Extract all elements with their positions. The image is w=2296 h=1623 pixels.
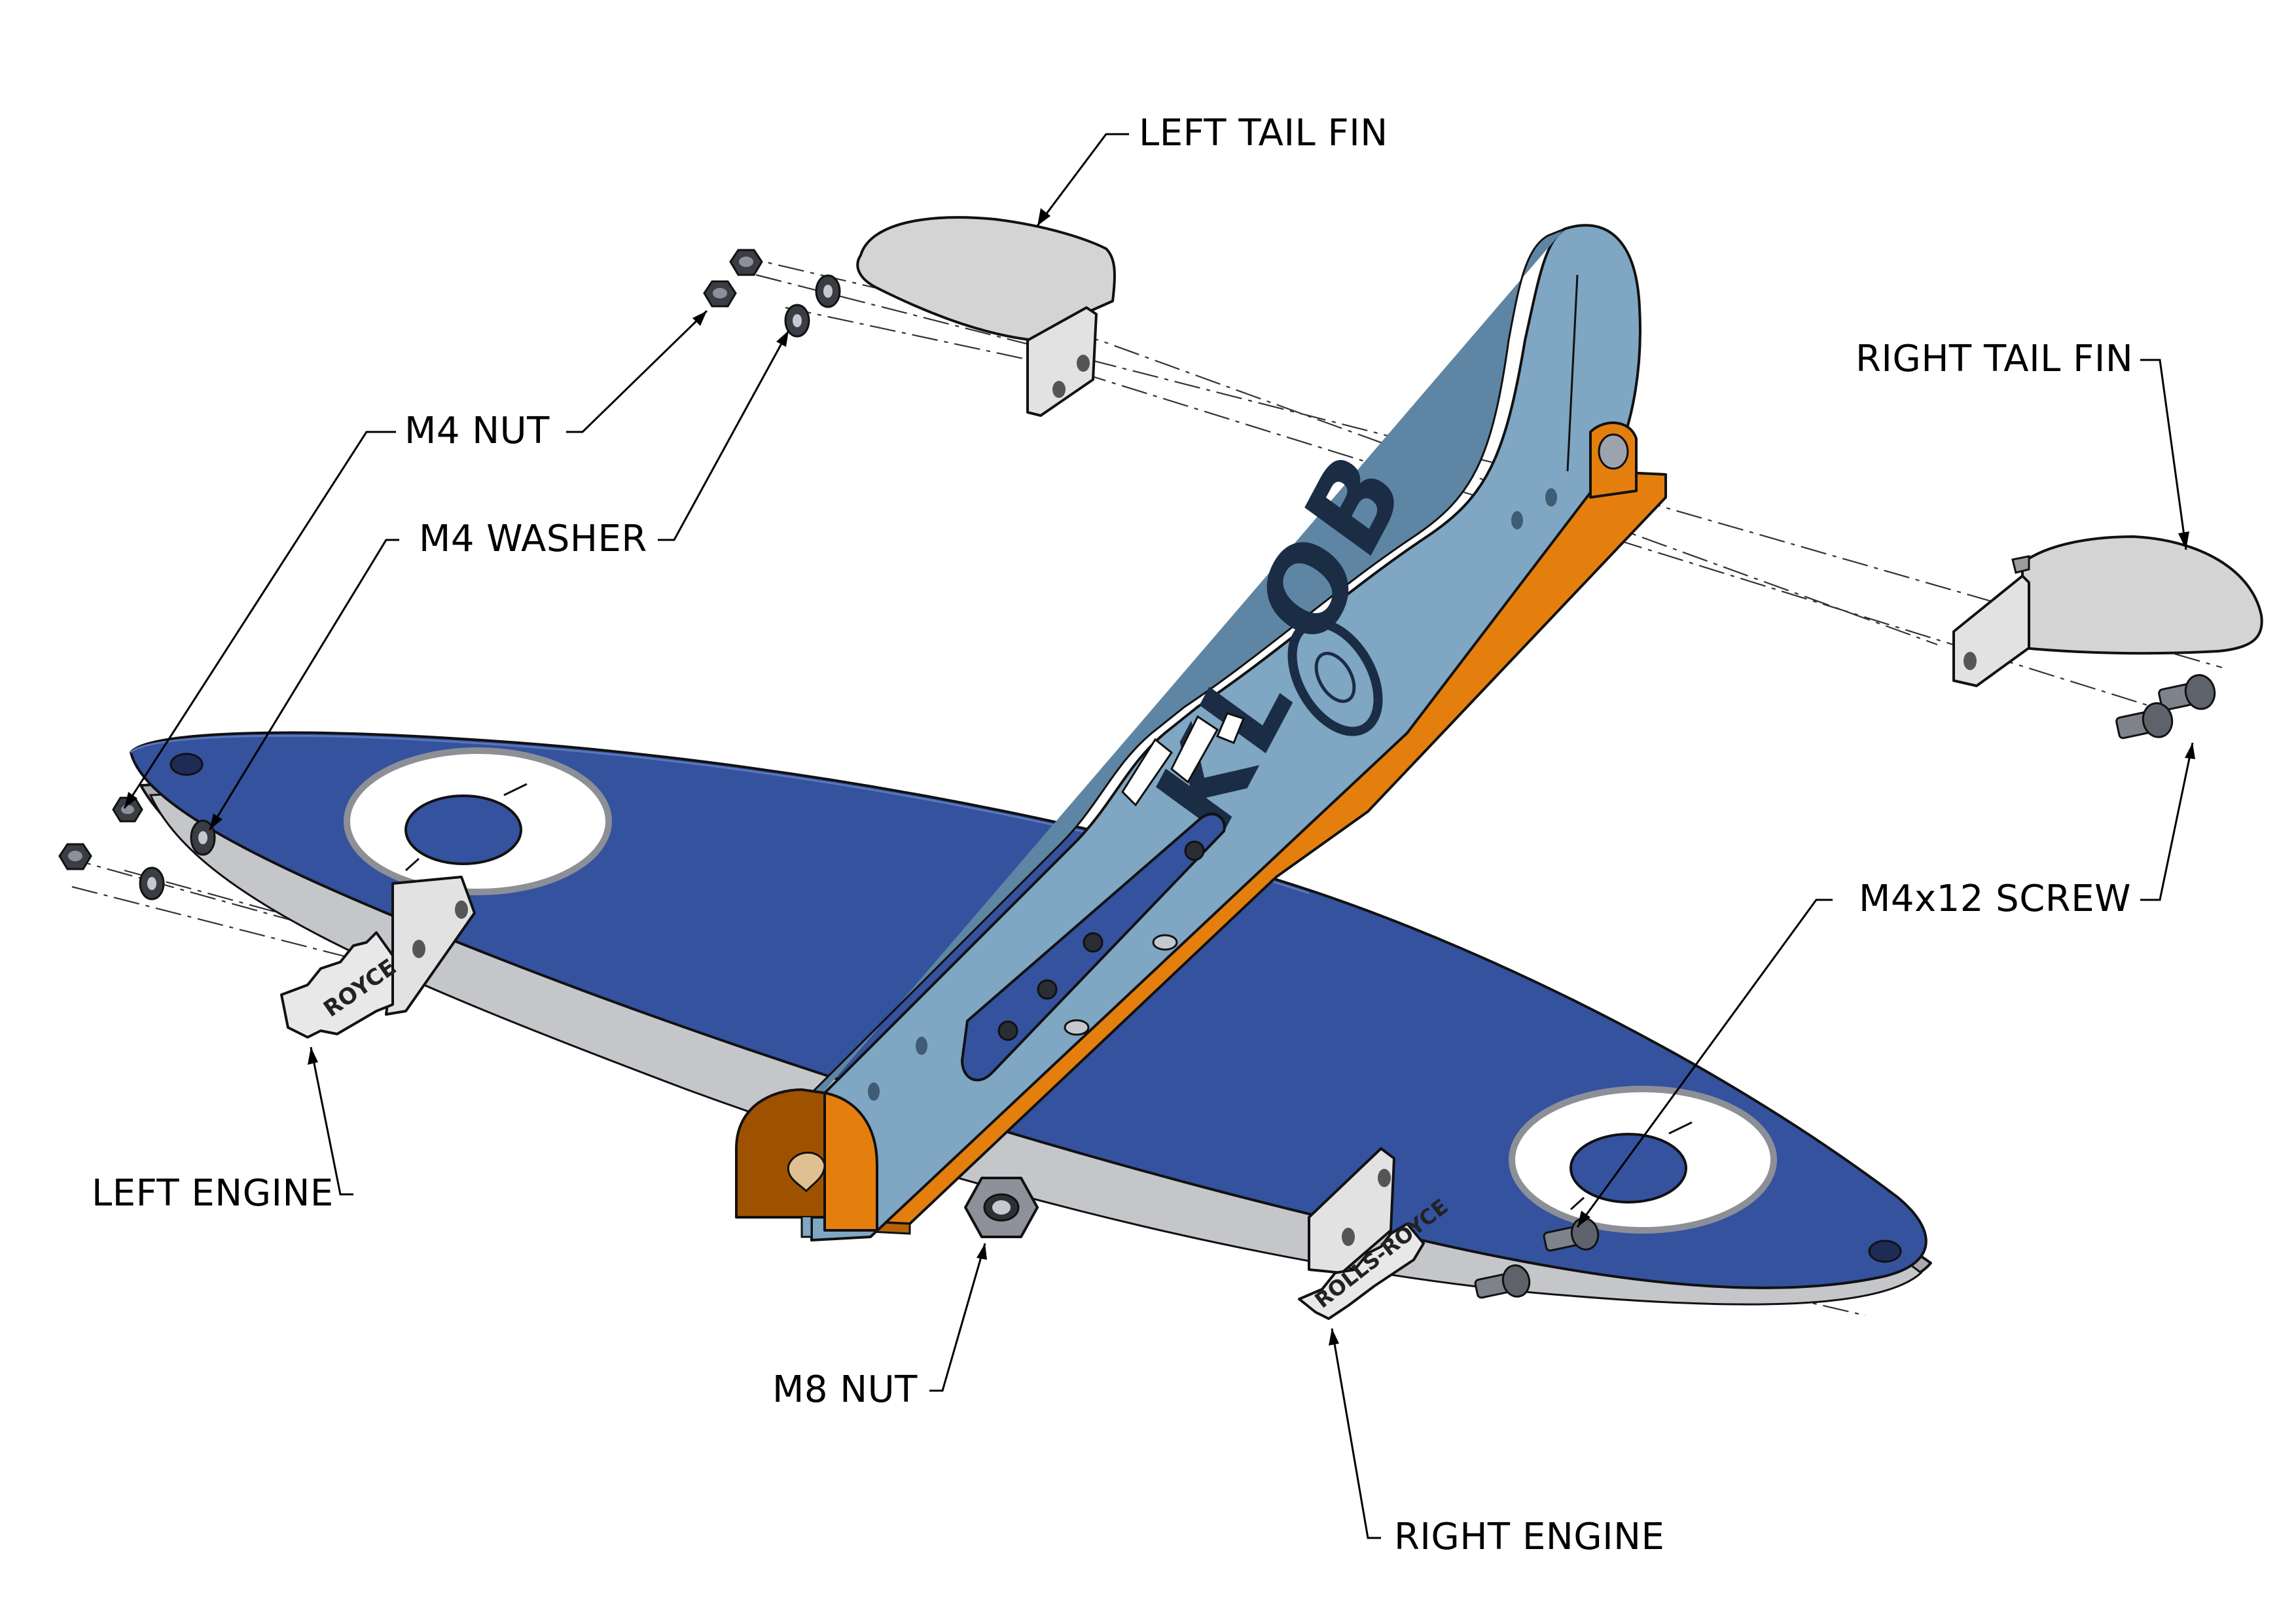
- callout-labels: LEFT TAIL FIN RIGHT TAIL FIN M4 NUT M4 W…: [92, 112, 2133, 1558]
- right-tail-fin: [1952, 535, 2263, 687]
- left-engine: ROYCE: [280, 876, 476, 1039]
- label-right-tail-fin: RIGHT TAIL FIN: [1856, 338, 2133, 380]
- label-left-engine: LEFT ENGINE: [92, 1172, 334, 1215]
- label-m4-washer: M4 WASHER: [419, 518, 647, 560]
- left-tail-fin: [856, 216, 1116, 417]
- label-left-tail-fin: LEFT TAIL FIN: [1139, 112, 1388, 154]
- nose-block: [735, 1088, 878, 1238]
- label-m8-nut: M8 NUT: [772, 1368, 918, 1411]
- cockpit-windows: [1121, 712, 1245, 807]
- wing-root-doubler: [961, 813, 1226, 1082]
- left-roundel-cutout: [344, 747, 612, 895]
- wing-tip-holes: [170, 753, 1902, 1263]
- label-m4-nut: M4 NUT: [404, 410, 550, 452]
- m4-nuts: [58, 249, 763, 870]
- fuselage-holes: [868, 488, 1557, 1101]
- label-m4x12-screw: M4x12 SCREW: [1859, 878, 2131, 920]
- label-right-engine: RIGHT ENGINE: [1394, 1516, 1664, 1558]
- leader-lines: [123, 133, 2195, 1539]
- tail-block: [1589, 421, 1638, 499]
- m8-nut: [964, 1177, 1039, 1238]
- right-roundel-cutout: [1509, 1086, 1777, 1234]
